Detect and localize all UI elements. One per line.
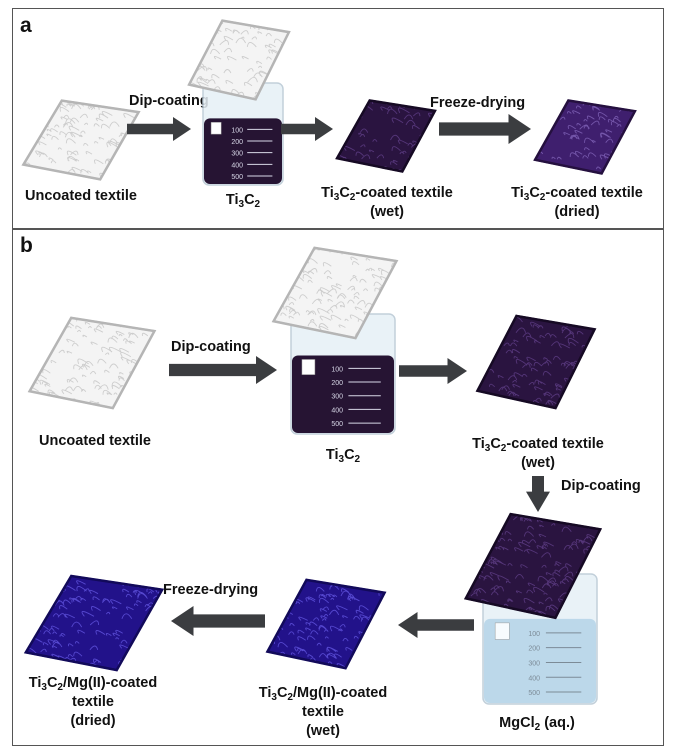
panel-a: a Uncoated textile Dip-coating 100 200 300…: [12, 8, 664, 229]
mgcl2-beaker-image: 100 200 300 400 500: [482, 573, 598, 705]
svg-text:300: 300: [231, 151, 243, 158]
svg-text:300: 300: [528, 660, 540, 667]
svg-text:400: 400: [528, 675, 540, 682]
uncoated-textile-label-b: Uncoated textile: [39, 433, 151, 449]
ti3c2-label: Ti3C2: [225, 192, 261, 210]
mgcl2-label: MgCl2 (aq.): [499, 715, 575, 733]
transfer-arrow: [281, 117, 333, 141]
coated-textile-wet-label: Ti3C2-coated textile(wet): [321, 185, 453, 220]
panel-b: b Uncoated textile Dip-coating 100 200 300…: [12, 229, 664, 746]
svg-text:200: 200: [528, 646, 540, 653]
ti3c2-beaker-image: 100 200 300 400 500: [202, 82, 284, 186]
dip-coating-down-arrow: [526, 476, 550, 512]
coated-textile-wet-label-b: Ti3C2-coated textile(wet): [472, 436, 604, 471]
uncoated-textile-image-b: [27, 316, 157, 410]
coated-textile-wet-image: [335, 99, 437, 173]
coated-textile-dried-label: Ti3C2-coated textile(dried): [511, 185, 643, 220]
svg-text:200: 200: [231, 139, 243, 146]
transfer-left-arrow: [398, 612, 474, 638]
dip-coating-label-b2: Dip-coating: [561, 478, 641, 494]
svg-text:300: 300: [331, 394, 343, 401]
coated-textile-above-mgcl2: [463, 512, 603, 620]
svg-text:100: 100: [528, 631, 540, 638]
freeze-drying-arrow: [439, 114, 531, 144]
transfer-arrow-b: [399, 358, 467, 384]
svg-text:500: 500: [528, 690, 540, 697]
svg-text:400: 400: [331, 407, 343, 414]
mg-coated-textile-wet-image: [265, 578, 387, 670]
freeze-drying-left-arrow: [171, 606, 265, 636]
panel-b-label: b: [20, 234, 33, 257]
freeze-drying-label-b: Freeze-drying: [163, 582, 259, 598]
mg-coated-textile-dried-image: [23, 574, 165, 672]
uncoated-textile-image: [21, 99, 141, 181]
coated-textile-wet-image-b: [475, 314, 597, 410]
dip-coating-arrow: [127, 117, 191, 141]
svg-text:400: 400: [231, 162, 243, 169]
textile-above-beaker-b: [271, 246, 399, 340]
svg-text:500: 500: [231, 174, 243, 181]
svg-text:100: 100: [231, 127, 243, 134]
dip-coating-arrow-b: [169, 356, 277, 384]
panel-a-label: a: [20, 14, 32, 37]
dip-coating-label: Dip-coating: [129, 93, 209, 109]
uncoated-textile-label: Uncoated textile: [25, 188, 137, 204]
dip-coating-label-b: Dip-coating: [171, 339, 251, 355]
ti3c2-label-b: Ti3C2: [325, 447, 361, 465]
textile-above-beaker: [187, 19, 291, 101]
svg-text:100: 100: [331, 366, 343, 373]
coated-textile-dried-image: [533, 99, 637, 175]
svg-text:200: 200: [331, 380, 343, 387]
svg-text:500: 500: [331, 421, 343, 428]
freeze-drying-label: Freeze-drying: [430, 95, 526, 111]
ti3c2-beaker-image-b: 100 200 300 400 500: [290, 313, 396, 435]
